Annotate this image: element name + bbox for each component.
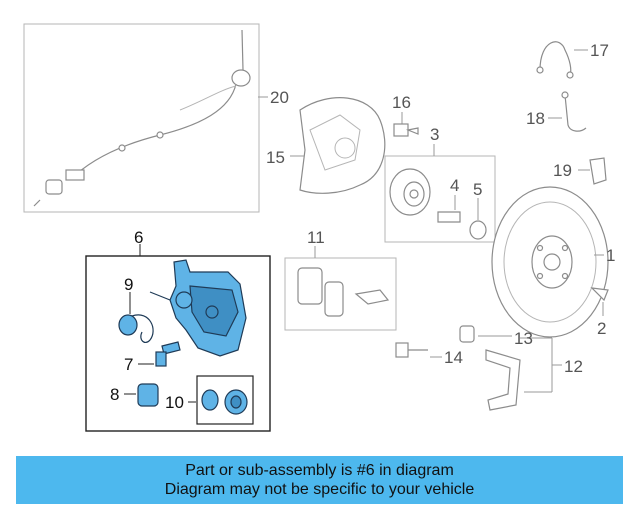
part-18-brake-line (548, 91, 587, 132)
callout-20: 20 (270, 88, 289, 107)
part-20-abs-sensor-wire (23, 23, 268, 213)
callout-15: 15 (266, 148, 285, 167)
callout-10: 10 (165, 393, 184, 412)
callout-16: 16 (392, 93, 411, 112)
part-11-brake-pads (284, 246, 397, 331)
callout-18: 18 (526, 109, 545, 128)
callout-19: 19 (553, 161, 572, 180)
callout-13: 13 (514, 329, 533, 348)
callout-8: 8 (110, 385, 119, 404)
part-16-bolt (393, 112, 419, 137)
banner-line-2: Diagram may not be specific to your vehi… (164, 481, 475, 498)
callout-9: 9 (124, 275, 133, 294)
part-2-screw (590, 287, 609, 316)
callout-2: 2 (597, 319, 606, 338)
part-19-sensor (578, 157, 607, 185)
callout-17: 17 (590, 41, 609, 60)
part-12-caliper-bracket (459, 325, 562, 411)
parts-diagram: 20 15 16 3 4 5 17 18 (23, 23, 615, 432)
part-15-splash-shield (290, 97, 386, 194)
callout-11: 11 (307, 228, 325, 247)
part-14-bolt (395, 342, 442, 358)
part-3-hub-assembly (384, 144, 496, 243)
callout-7: 7 (124, 355, 133, 374)
callout-4: 4 (450, 176, 459, 195)
callout-5: 5 (473, 180, 482, 199)
callout-6: 6 (134, 228, 143, 247)
info-banner: Part or sub-assembly is #6 in diagram Di… (16, 456, 623, 504)
part-6-caliper-assembly (85, 244, 271, 432)
callout-12: 12 (564, 357, 583, 376)
callout-14: 14 (444, 348, 463, 367)
part-17-brake-hose (536, 41, 588, 79)
part-1-brake-rotor (491, 186, 609, 338)
banner-line-1: Part or sub-assembly is #6 in diagram (185, 462, 454, 479)
callout-1: 1 (606, 246, 615, 265)
callout-3: 3 (430, 125, 439, 144)
